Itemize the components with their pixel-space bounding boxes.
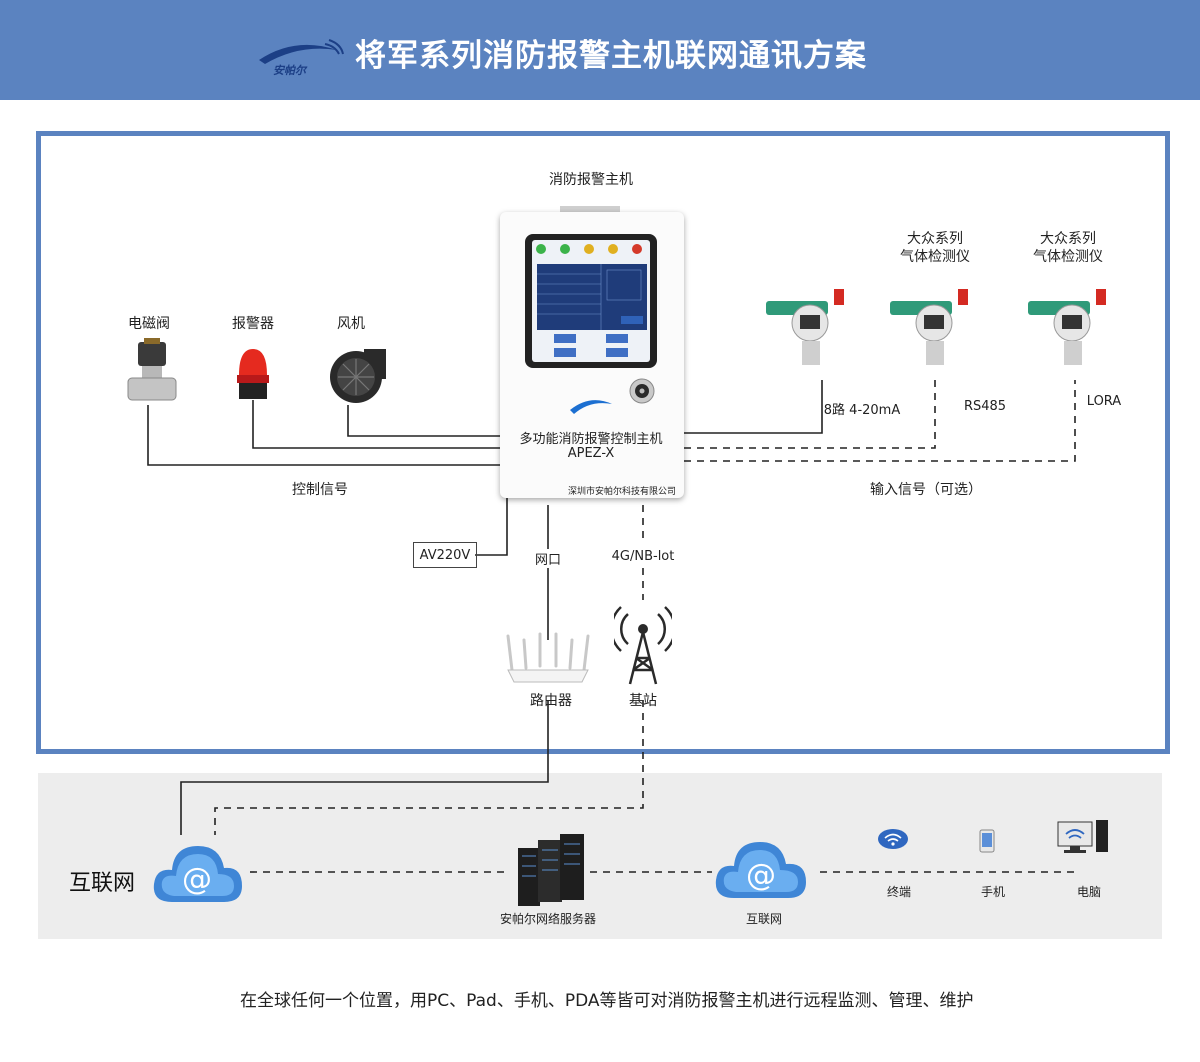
main-unit-model: APEZ-X: [567, 446, 615, 461]
lcd-table: [537, 264, 643, 330]
control-signal-label: 控制信号: [292, 482, 348, 498]
phone-icon: [979, 829, 995, 853]
cabinet-top-vent: [560, 206, 620, 212]
brand-logo: [259, 39, 344, 64]
line-rs485: [684, 380, 936, 449]
footer-text: 在全球任何一个位置，用PC、Pad、手机、PDA等皆可对消防报警主机进行远程监测…: [240, 991, 974, 1011]
line-alarm: [252, 400, 500, 449]
svg-text:@: @: [746, 858, 776, 893]
line-fan: [347, 405, 500, 437]
client-terminal-label: 终端: [886, 885, 912, 899]
key-switch-icon: [629, 378, 655, 404]
detector-kind-1: 气体检测仪: [900, 249, 970, 265]
router-label: 路由器: [530, 693, 572, 709]
main-unit-company: 深圳市安帕尔科技有限公司: [567, 487, 677, 497]
panel-buttons: [554, 334, 628, 357]
ethernet-label: 网口: [532, 549, 564, 568]
device-label-alarm: 报警器: [232, 316, 274, 332]
client-computer-label: 电脑: [1076, 885, 1102, 899]
server-label: 安帕尔网络服务器: [499, 912, 597, 926]
internet-heading: 互联网: [69, 871, 136, 896]
input-signal-label: 输入信号（可选）: [870, 482, 982, 498]
solenoid-valve-icon: [127, 338, 177, 401]
server-rack-icon: [518, 834, 584, 906]
logo-text: 安帕尔: [273, 64, 306, 77]
client-phone-label: 手机: [980, 885, 1006, 899]
line-tower-internet: [214, 700, 644, 835]
fan-icon: [330, 349, 386, 403]
computer-icon: [1057, 820, 1108, 853]
detector-kind-2: 气体检测仪: [1033, 249, 1103, 265]
network-band: [38, 773, 1162, 939]
detector-series-1: 大众系列: [907, 231, 963, 247]
header-bar: [0, 0, 1200, 100]
gas-detector-icon: [766, 289, 844, 365]
main-unit-title: 消防报警主机: [549, 172, 633, 188]
internet-cloud-small-icon: @: [715, 842, 806, 898]
line-valve: [147, 405, 500, 466]
device-label-fan: 风机: [337, 316, 365, 332]
line-4-20ma: [684, 380, 823, 434]
line-lora: [684, 380, 1076, 462]
gas-detector-icon: [890, 289, 968, 365]
internet-cloud-icon: @: [153, 846, 242, 902]
cabinet-logo-icon: [570, 400, 612, 414]
alarm-light-icon: [237, 349, 269, 399]
line-power: [475, 498, 508, 556]
main-unit-name: 多功能消防报警控制主机: [519, 432, 663, 447]
channel-4-20ma: 8路 4-20mA: [823, 403, 901, 418]
router-icon: [506, 632, 590, 683]
svg-text:@: @: [182, 862, 212, 897]
page-title: 将军系列消防报警主机联网通讯方案: [355, 38, 867, 74]
power-label: AV220V: [413, 542, 477, 568]
gas-detector-icon: [1028, 289, 1106, 365]
channel-lora: LORA: [1086, 394, 1122, 409]
system-frame: [36, 131, 1170, 754]
base-station-icon: [614, 606, 672, 685]
device-label-valve: 电磁阀: [128, 316, 170, 332]
indicator-leds: [536, 244, 642, 254]
line-router-internet: [180, 700, 549, 835]
channel-rs485: RS485: [963, 399, 1007, 414]
internet-small-label: 互联网: [745, 912, 783, 926]
terminal-icon: [878, 829, 908, 849]
detector-series-2: 大众系列: [1040, 231, 1096, 247]
base-station-label: 基站: [629, 693, 657, 709]
cellular-label: 4G/NB-lot: [609, 549, 677, 564]
